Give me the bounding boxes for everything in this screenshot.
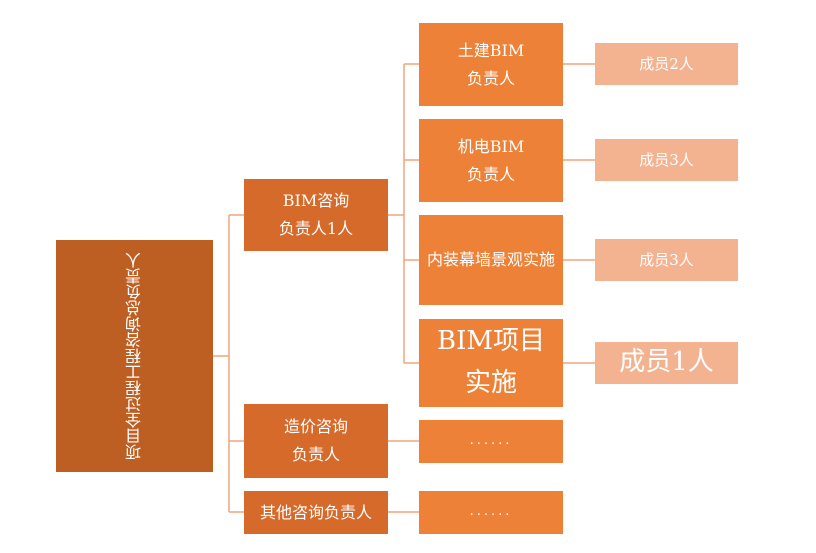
member-label-mep: 成员3人 xyxy=(639,150,694,169)
cost-consulting-label: 造价咨询 负责人 xyxy=(283,417,348,464)
interior-facade-node: 内装幕墙景观实施 xyxy=(419,215,563,305)
member-node-civil: 成员2人 xyxy=(595,43,738,85)
member-node-impl: 成员1人 xyxy=(595,342,738,384)
bim-consulting-node: BIM咨询 负责人1人 xyxy=(244,179,388,251)
bim-implementation-label: BIM项目 实施 xyxy=(437,326,545,398)
other-child-node: ...... xyxy=(419,491,563,534)
member-label-impl: 成员1人 xyxy=(619,347,714,378)
member-label-interior: 成员3人 xyxy=(639,250,694,269)
cost-child-label: ...... xyxy=(469,433,513,449)
root-node: 项目全过程工程咨询总负责人 xyxy=(56,240,213,472)
civil-bim-label: 土建BIM 负责人 xyxy=(457,40,525,88)
member-node-interior: 成员3人 xyxy=(595,239,738,281)
other-consulting-label: 其他咨询负责人 xyxy=(259,502,372,522)
civil-bim-node: 土建BIM 负责人 xyxy=(419,23,563,106)
other-consulting-node: 其他咨询负责人 xyxy=(244,491,388,534)
bim-consulting-label: BIM咨询 负责人1人 xyxy=(278,191,354,238)
mep-bim-node: 机电BIM 负责人 xyxy=(419,119,563,202)
member-label-civil: 成员2人 xyxy=(639,54,694,73)
cost-child-node: ...... xyxy=(419,420,563,463)
mep-bim-label: 机电BIM 负责人 xyxy=(457,136,525,184)
bim-implementation-node: BIM项目 实施 xyxy=(419,319,563,407)
member-node-mep: 成员3人 xyxy=(595,139,738,181)
root-label: 项目全过程工程咨询总负责人 xyxy=(124,252,144,460)
cost-consulting-node: 造价咨询 负责人 xyxy=(244,404,388,478)
interior-facade-label: 内装幕墙景观实施 xyxy=(426,250,555,269)
other-child-label: ...... xyxy=(469,504,513,520)
